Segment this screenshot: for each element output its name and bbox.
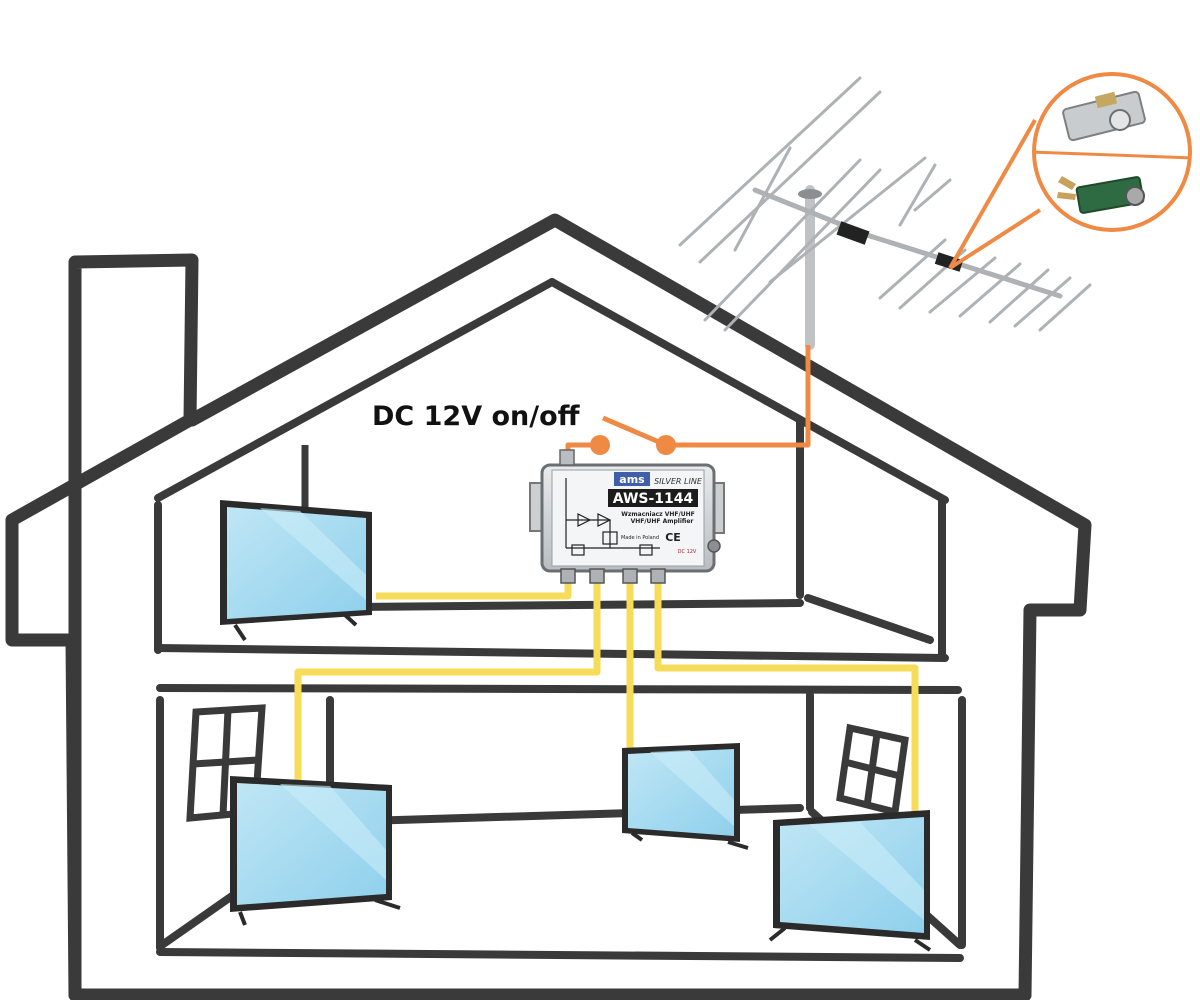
tv-left [230,776,401,926]
amplifier-origin: Made in Poland [621,535,659,541]
amplifier-schematic [565,478,660,556]
antenna-inset [948,72,1192,270]
amplifier-screw [707,539,721,553]
switch-label: DC 12V on/off [372,401,581,432]
attic-right-roof [548,278,949,504]
first-floor-ceiling [156,684,962,694]
tv-attic-screen [227,507,366,619]
switch-contact-right [656,435,676,455]
signal-cables [294,578,919,812]
amplifier-output-1 [560,568,576,584]
amplifier-brand-badge [614,472,650,486]
amplifier-output-2 [589,568,605,584]
attic-floor [154,644,949,662]
first-floor-floor-front [156,948,964,962]
antenna-mast-clamp [798,189,822,199]
tv-right [768,810,932,952]
switch-contact-left [590,435,610,455]
window-right [836,723,909,817]
cable-to-right-tv [654,578,919,812]
tv-right-screen [780,817,924,933]
amplifier-power-note: DC 12V [678,549,697,555]
amplifier-line: SILVER LINE [654,477,703,486]
attic-shelf-edge [804,594,934,644]
switch-lever [602,415,667,448]
cable-to-attic-tv [376,578,572,600]
house-outline [5,213,1092,1000]
amplifier-output-4 [650,568,666,584]
antenna-dipole-box-right [934,252,964,272]
amplifier-desc-line1: Wzmacniacz VHF/UHF [621,511,694,518]
tv-attic [220,445,372,642]
house-outer-wall [5,213,1092,1000]
amplifier-power-input [559,449,575,466]
amplifier-brand: ams [619,473,645,486]
cable-to-left-tv [294,578,601,780]
amplifier-desc-line2: VHF/UHF Amplifier [631,518,694,525]
antenna-dipole-box-left [836,221,870,245]
tv-center [622,743,749,850]
attic-left-roof [154,278,556,502]
amplifier-outputs [560,568,666,584]
amplifier-model-badge [608,489,698,507]
power-cable-to-antenna [666,345,811,448]
power-cable [565,345,811,458]
amplifier: ams SILVER LINE AWS-1144 Wzmacniacz VHF/… [529,449,725,584]
amplifier-output-3 [622,568,638,584]
amplifier-model: AWS-1144 [613,491,694,507]
amplifier-ce-mark: CE [665,531,681,544]
antenna [678,76,1092,350]
